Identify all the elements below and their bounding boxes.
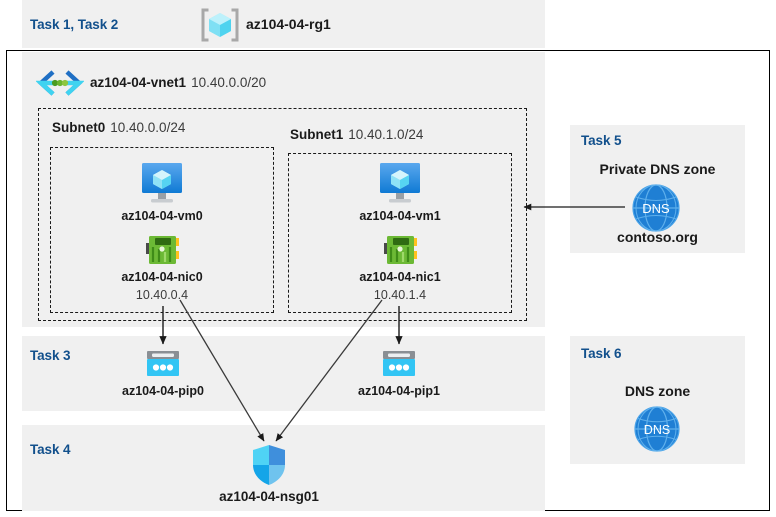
virtual-network-icon [35, 68, 85, 98]
resource-group-name: az104-04-rg1 [246, 16, 331, 32]
subnet1-box [288, 153, 512, 313]
vnet-panel-background [22, 52, 545, 327]
resource-group-icon [200, 7, 240, 43]
nic0-ip: 10.40.0.4 [135, 288, 189, 302]
dns-icon-text: DNS [644, 423, 670, 437]
nic0-name: az104-04-nic0 [121, 270, 203, 284]
vm0-name: az104-04-vm0 [121, 209, 203, 223]
private-dns-name: contoso.org [617, 229, 698, 245]
task-label-6: Task 6 [581, 346, 622, 361]
virtual-machine-icon [137, 161, 187, 205]
public-ip-address-icon [146, 349, 180, 379]
task-label-1-2: Task 1, Task 2 [30, 17, 119, 32]
network-interface-icon [145, 234, 181, 266]
vnet-cidr: 10.40.0.0/20 [191, 75, 267, 90]
task-label-4: Task 4 [30, 442, 71, 457]
subnet1-header: Subnet1 10.40.1.0/24 [290, 127, 423, 142]
subnet0-cidr: 10.40.0.0/24 [110, 120, 186, 135]
subnet0-header: Subnet0 10.40.0.0/24 [52, 120, 185, 135]
vnet-name: az104-04-vnet1 [90, 75, 187, 90]
dns-zone-icon: DNS [631, 183, 681, 233]
network-security-group-icon [249, 443, 289, 487]
nic1-ip: 10.40.1.4 [373, 288, 427, 302]
public-ip-address-icon [382, 349, 416, 379]
subnet1-name: Subnet1 [290, 127, 344, 142]
dns-zone-heading: DNS zone [624, 383, 691, 399]
task-label-5: Task 5 [581, 133, 622, 148]
task-label-3: Task 3 [30, 348, 71, 363]
private-dns-heading: Private DNS zone [599, 161, 716, 177]
virtual-machine-icon [375, 161, 425, 205]
nsg-name: az104-04-nsg01 [219, 489, 319, 504]
dns-zone-icon: DNS [633, 405, 681, 453]
pip0-name: az104-04-pip0 [122, 384, 204, 398]
public-ip-panel [22, 336, 545, 411]
subnet0-box [50, 147, 274, 313]
vm1-name: az104-04-vm1 [359, 209, 441, 223]
nic1-name: az104-04-nic1 [359, 270, 441, 284]
subnet0-name: Subnet0 [52, 120, 106, 135]
subnet1-cidr: 10.40.1.0/24 [348, 127, 424, 142]
pip1-name: az104-04-pip1 [358, 384, 440, 398]
resource-group-panel [22, 0, 545, 48]
vnet-header: az104-04-vnet1 10.40.0.0/20 [90, 75, 266, 90]
network-interface-icon [383, 234, 419, 266]
dns-icon-text: DNS [642, 201, 670, 216]
